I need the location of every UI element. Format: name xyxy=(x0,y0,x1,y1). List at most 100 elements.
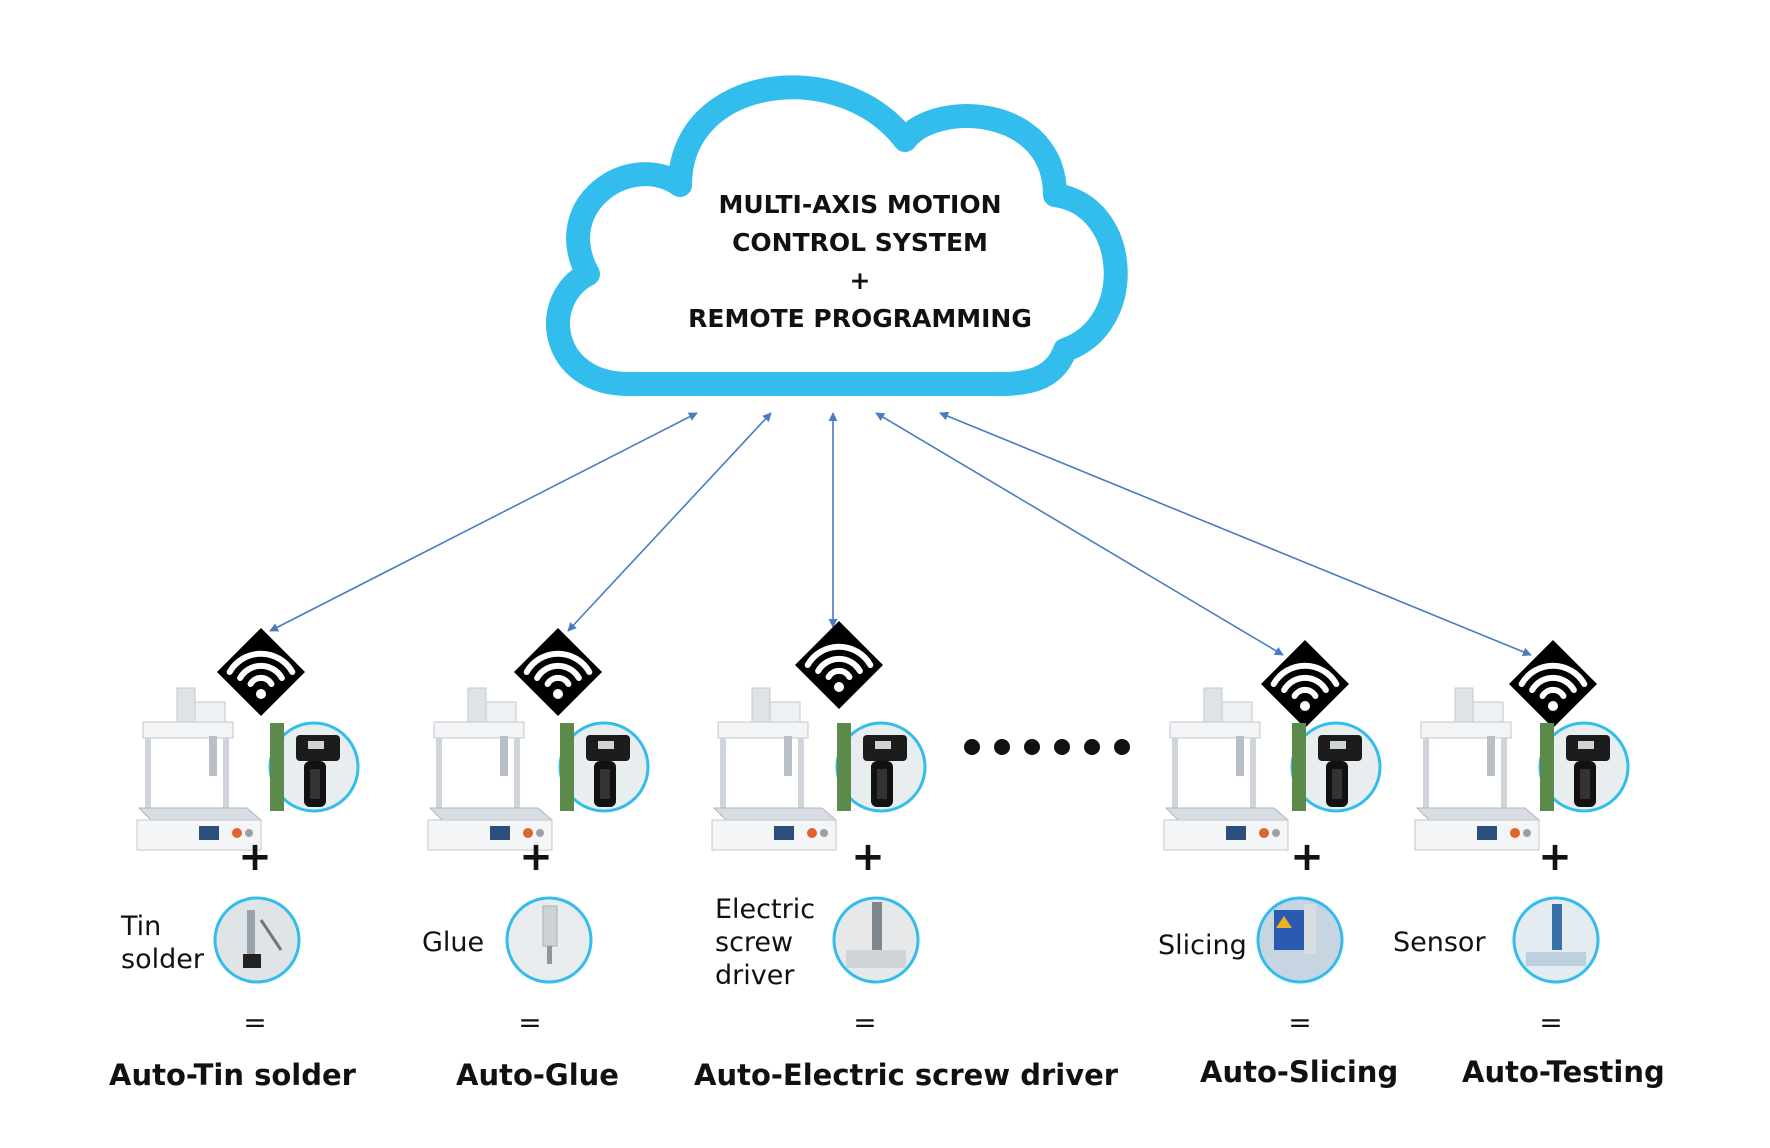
equals-sign-slicing: = xyxy=(1288,1006,1312,1039)
camera-module-icon xyxy=(835,721,927,813)
machine-post xyxy=(514,738,520,816)
sensor-tool-icon xyxy=(1512,896,1600,984)
machine-post xyxy=(1423,738,1429,816)
wifi-arc xyxy=(1529,674,1577,693)
camera-module-icon xyxy=(558,721,650,813)
camera-background-strip xyxy=(837,723,851,811)
camera-lens-ring xyxy=(1580,769,1590,799)
camera-label xyxy=(308,741,324,749)
result-slicing: Auto-Slicing xyxy=(1200,1055,1399,1089)
machine-post xyxy=(1250,738,1256,816)
tool-label-line: Slicing xyxy=(1158,930,1247,961)
dot-icon xyxy=(964,739,980,755)
machine-screen xyxy=(199,826,219,840)
plus-sign-glue: + xyxy=(519,834,553,880)
cloud-plus: + xyxy=(849,266,871,295)
tool-cutter-body xyxy=(1274,910,1304,950)
wifi-arc xyxy=(247,674,275,687)
equals-sign-tin: = xyxy=(243,1006,267,1039)
result-sensor: Auto-Testing xyxy=(1462,1055,1665,1089)
dispensing-machine-icon xyxy=(1163,687,1290,851)
wifi-badge-diamond xyxy=(217,628,305,716)
plus-sign-tin: + xyxy=(238,834,272,880)
wifi-arc xyxy=(544,674,572,687)
machine-spindle xyxy=(500,736,508,776)
machine-post xyxy=(145,738,151,816)
machine-spindle xyxy=(209,736,217,776)
tool-label-line: driver xyxy=(715,960,795,991)
wifi-icon xyxy=(514,628,602,716)
machine-table xyxy=(428,807,554,821)
wifi-dot xyxy=(1300,701,1310,711)
camera-background-strip xyxy=(1292,723,1306,811)
tool-blade xyxy=(1304,904,1316,954)
dot-icon xyxy=(1054,739,1070,755)
cloud-title-line-1: MULTI-AXIS MOTION xyxy=(718,190,1002,219)
machine-screen xyxy=(1226,826,1246,840)
machine-screen xyxy=(490,826,510,840)
machine-gantry xyxy=(1420,721,1512,739)
wifi-arc xyxy=(1539,686,1567,699)
dispensing-machine-icon xyxy=(427,687,554,851)
camera-lens-ring xyxy=(1332,769,1342,799)
machine-button xyxy=(1272,829,1280,837)
camera-label xyxy=(1330,741,1346,749)
camera-module-icon xyxy=(1538,721,1630,813)
camera-module-icon xyxy=(268,721,360,813)
tool-label-slicing: Slicing xyxy=(1158,929,1247,962)
wifi-icon xyxy=(795,621,883,709)
tool-label-screw: Electric screw driver xyxy=(715,893,815,992)
dispensing-machine-icon xyxy=(711,687,838,851)
machine-post xyxy=(720,738,726,816)
tool-plate xyxy=(846,950,906,968)
tool-syringe xyxy=(542,905,558,947)
screw-driver-tool-icon xyxy=(832,896,920,984)
plus-sign-sensor: + xyxy=(1538,834,1572,880)
machine-spindle xyxy=(1487,736,1495,776)
camera-label xyxy=(1578,741,1594,749)
dot-icon xyxy=(1114,739,1130,755)
machine-button xyxy=(1523,829,1531,837)
machine-screen xyxy=(774,826,794,840)
wifi-badge-diamond xyxy=(795,621,883,709)
ellipsis xyxy=(964,739,1130,755)
wifi-arc xyxy=(1281,674,1329,693)
camera-lens-ring xyxy=(600,769,610,799)
wifi-arc xyxy=(825,667,853,680)
wifi-arc xyxy=(1518,662,1588,687)
machine-gantry xyxy=(142,721,234,739)
machine-table xyxy=(1164,807,1290,821)
tool-label-glue: Glue xyxy=(422,926,484,959)
result-glue: Auto-Glue xyxy=(456,1058,619,1092)
result-tin: Auto-Tin solder xyxy=(109,1058,356,1092)
camera-lens-ring xyxy=(877,769,887,799)
machine-table xyxy=(137,807,263,821)
wifi-badge-diamond xyxy=(514,628,602,716)
dot-icon xyxy=(994,739,1010,755)
wifi-badge-diamond xyxy=(1261,640,1349,728)
wifi-dot xyxy=(834,682,844,692)
wifi-arc xyxy=(815,655,863,674)
tin-solder-tool-icon xyxy=(213,896,301,984)
connector-group xyxy=(269,411,1532,657)
machine-button xyxy=(523,828,533,838)
machine-table xyxy=(1415,807,1541,821)
machine-button xyxy=(232,828,242,838)
machine-button xyxy=(807,828,817,838)
cloud-shape xyxy=(546,75,1128,396)
machine-post xyxy=(798,738,804,816)
tool-probe xyxy=(1552,904,1562,950)
machine-button xyxy=(245,829,253,837)
tool-label-line: Tin xyxy=(121,911,162,942)
wifi-arc xyxy=(804,643,874,668)
cloud-label: MULTI-AXIS MOTION CONTROL SYSTEM + REMOT… xyxy=(640,186,1080,338)
tool-label-line: Electric xyxy=(715,894,816,925)
slicing-tool-icon xyxy=(1256,896,1344,984)
camera-label xyxy=(875,741,891,749)
tool-label-line: Sensor xyxy=(1393,927,1486,958)
wifi-arc xyxy=(523,650,593,675)
wifi-arc xyxy=(226,650,296,675)
